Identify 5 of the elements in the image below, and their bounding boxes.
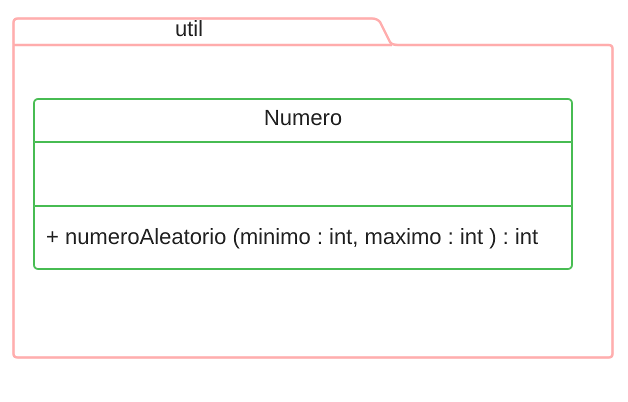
class-name: Numero	[264, 104, 342, 130]
package-name: util	[174, 16, 204, 42]
method-signature: + numeroAleatorio (minimo : int, maximo : int ) : int	[46, 224, 538, 250]
package-frame	[12, 17, 614, 359]
class-box	[33, 98, 573, 270]
